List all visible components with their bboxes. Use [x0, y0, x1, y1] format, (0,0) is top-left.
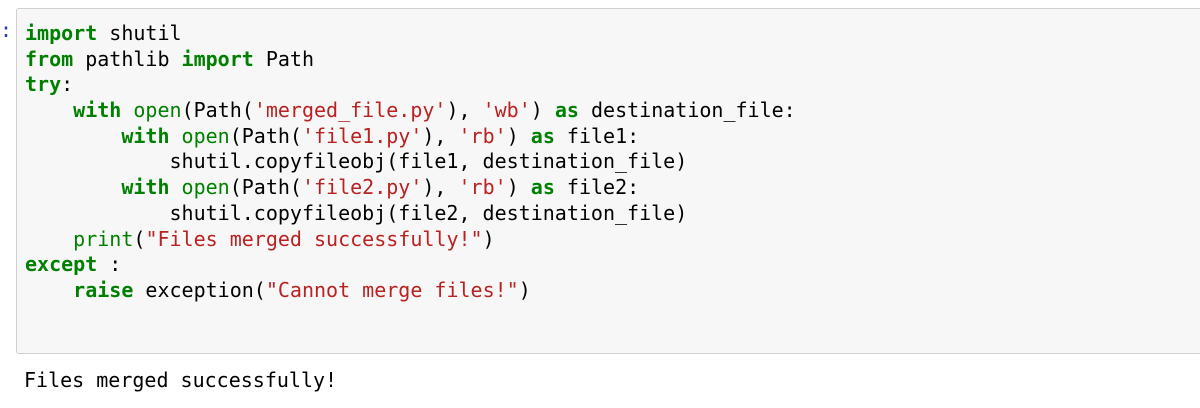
code-token: ) [506, 123, 531, 148]
code-line: shutil.copyfileobj(file2, destination_fi… [25, 201, 1200, 227]
code-token [170, 124, 182, 148]
keyword-token: as [554, 98, 579, 123]
code-token: ) [518, 277, 531, 302]
builtin-token: open [133, 98, 182, 123]
code-token [25, 175, 121, 199]
builtin-token: open [181, 123, 230, 148]
code-token: (Path( [181, 98, 254, 123]
code-token: ) [482, 226, 495, 251]
keyword-token: from [25, 46, 74, 71]
code-token: ), [446, 98, 483, 123]
keyword-token: except [25, 252, 98, 277]
keyword-token: with [73, 98, 122, 123]
code-token: destination_file: [578, 98, 796, 123]
keyword-token: try [25, 72, 62, 97]
code-line: with open(Path('file1.py'), 'rb') as fil… [25, 124, 1200, 150]
input-prompt: : [0, 18, 13, 42]
string-token: 'wb' [482, 98, 531, 123]
keyword-token: raise [73, 277, 134, 302]
code-token: (Path( [229, 123, 302, 148]
code-token [170, 175, 182, 199]
code-token: exception( [133, 277, 266, 302]
code-token: : [61, 72, 74, 97]
code-line: shutil.copyfileobj(file1, destination_fi… [25, 149, 1200, 175]
code-token: shutil [97, 21, 182, 45]
code-token: : [97, 252, 122, 277]
code-token: shutil.copyfileobj(file1, destination_fi… [25, 149, 688, 174]
code-line: try: [25, 72, 1200, 98]
code-token: ) [530, 98, 555, 123]
string-token: "Cannot merge files!" [265, 277, 519, 302]
keyword-token: import [181, 46, 254, 71]
string-token: 'merged_file.py' [253, 98, 447, 123]
string-token: 'file1.py' [301, 123, 423, 148]
code-token: (Path( [229, 175, 302, 200]
code-token: file1: [554, 123, 640, 148]
keyword-token: with [121, 123, 170, 148]
code-token: shutil.copyfileobj(file2, destination_fi… [25, 200, 688, 225]
keyword-token: with [121, 175, 170, 200]
code-token [25, 227, 73, 251]
code-line: with open(Path('file2.py'), 'rb') as fil… [25, 175, 1200, 201]
code-line: from pathlib import Path [25, 47, 1200, 73]
code-token: Path [253, 46, 315, 71]
code-token [25, 124, 121, 148]
code-line: except : [25, 252, 1200, 278]
code-line: raise exception("Cannot merge files!") [25, 278, 1200, 304]
string-token: "Files merged successfully!" [145, 226, 483, 251]
code-token: ( [133, 226, 146, 251]
code-line: with open(Path('merged_file.py'), 'wb') … [25, 98, 1200, 124]
code-line: print("Files merged successfully!") [25, 227, 1200, 253]
string-token: 'rb' [458, 175, 507, 200]
code-token: ), [422, 175, 459, 200]
code-token [121, 98, 133, 122]
keyword-token: as [530, 175, 555, 200]
cell-output: Files merged successfully! [24, 368, 338, 392]
code-token: pathlib [73, 46, 182, 71]
keyword-token: as [530, 123, 555, 148]
builtin-token: print [73, 226, 134, 251]
code-token: ), [422, 123, 459, 148]
string-token: 'rb' [458, 123, 507, 148]
string-token: 'file2.py' [301, 175, 423, 200]
code-line: import shutil [25, 21, 1200, 47]
builtin-token: open [181, 175, 230, 200]
code-token: ) [506, 175, 531, 200]
code-token: file2: [554, 175, 640, 200]
code-token [25, 98, 73, 122]
code-token [25, 278, 73, 302]
keyword-token: import [25, 21, 98, 45]
